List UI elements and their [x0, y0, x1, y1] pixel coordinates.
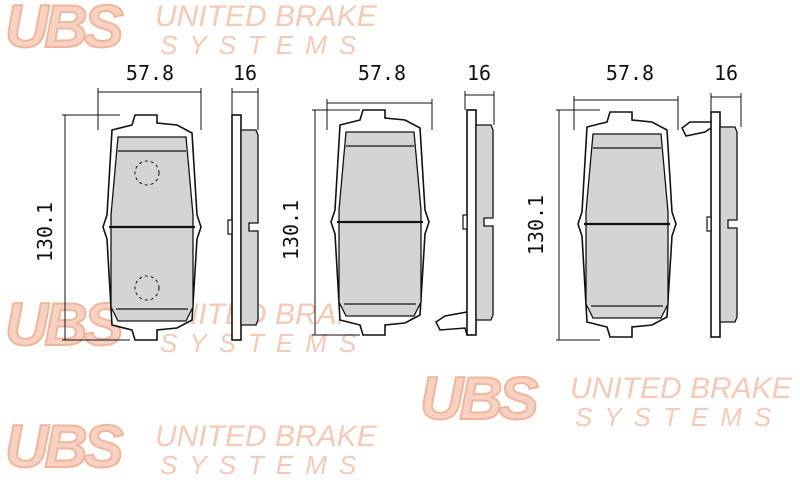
width-dimension: 57.8 — [606, 61, 654, 85]
pad-side-view — [706, 111, 738, 338]
width-dimension: 57.8 — [358, 61, 406, 85]
dimension-lines — [62, 88, 259, 341]
pad-front-view — [576, 110, 678, 339]
pad-1: 57.8 16 130.1 — [33, 61, 259, 342]
sensor-hole — [134, 275, 160, 301]
pad-2: 57.8 16 130.1 — [279, 61, 495, 337]
thickness-dimension: 16 — [233, 61, 257, 85]
pad-side-view — [227, 114, 259, 341]
height-dimension: 130.1 — [524, 195, 548, 255]
width-dimension: 57.8 — [126, 61, 174, 85]
height-dimension: 130.1 — [33, 202, 57, 262]
pad-3: 57.8 16 130.1 — [524, 61, 742, 341]
sensor-hole — [134, 160, 160, 186]
thickness-dimension: 16 — [467, 61, 491, 85]
pad-front-view — [101, 113, 203, 342]
dimension-lines — [312, 91, 495, 336]
wear-clip — [435, 311, 468, 336]
pad-side-view — [462, 109, 494, 336]
height-dimension: 130.1 — [279, 200, 303, 260]
thickness-dimension: 16 — [714, 61, 738, 85]
pad-front-view — [329, 108, 431, 337]
dimension-lines — [556, 93, 742, 341]
wear-clip — [681, 121, 712, 137]
